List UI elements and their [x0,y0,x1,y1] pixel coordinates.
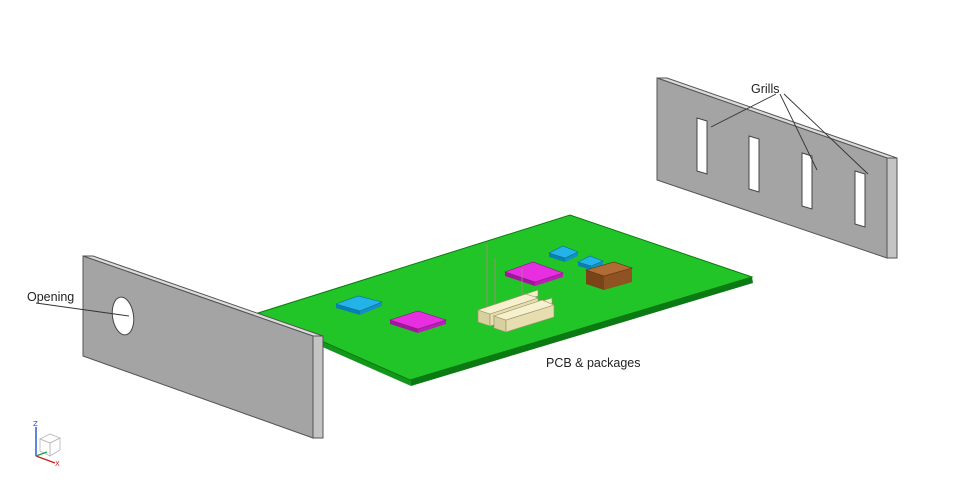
package-cyan-small-2 [577,255,604,270]
grill-slots [696,117,866,228]
grill-slot [801,152,813,210]
grill-slot [748,135,760,193]
package-magenta-right [504,261,564,286]
package-brown [584,261,634,290]
y-axis-line [35,451,48,457]
connector [477,289,555,333]
opening-leader [35,302,130,317]
grill-slot [854,170,866,228]
package-cyan-small-1 [548,245,579,262]
package-magenta-left [389,310,447,333]
grills-label: Grills [751,82,779,96]
package-cyan-left [335,295,383,315]
grill-slot [696,117,708,175]
rear-panel [656,77,898,259]
leader-lines [35,93,869,317]
axis-triad: Z X [33,420,61,468]
opening-label: Opening [27,290,74,304]
grills-leader-1 [710,93,777,128]
pcb-label: PCB & packages [546,356,641,370]
grills-leader-2 [779,93,818,171]
z-axis-label: Z [33,420,38,428]
connector-pins [486,244,523,312]
x-axis-line [35,455,56,464]
opening-hole [111,296,135,336]
front-panel [82,255,324,439]
grills-leader-3 [783,93,869,175]
packages [335,244,634,333]
x-axis-label: X [55,460,60,468]
pcb-board [256,214,754,386]
